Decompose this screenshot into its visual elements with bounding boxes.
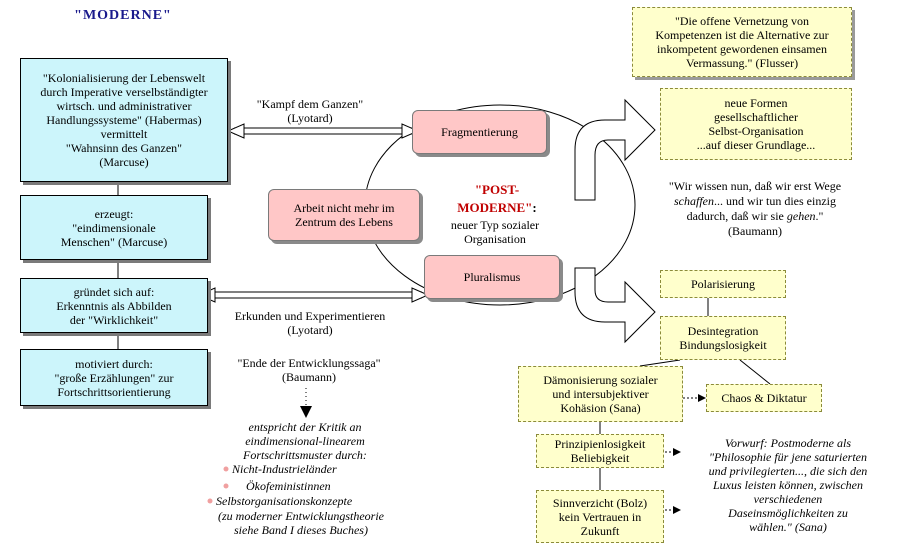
erzaehlungen-box: motiviert durch: "große Erzählungen" zur… — [20, 349, 208, 406]
fragmentierung-box: Fragmentierung — [412, 110, 547, 154]
bullet-icon — [207, 498, 213, 504]
curved-arrow-up — [574, 98, 656, 201]
flusser-box: "Die offene Vernetzung von Kompetenzen i… — [632, 7, 852, 77]
baumann-schaffen: schaffen — [674, 194, 714, 208]
page-title: "MODERNE" — [74, 8, 172, 23]
dotted-arrow-down — [300, 388, 312, 418]
chaos-box: Chaos & Diktatur — [706, 384, 822, 412]
entspricht-label: entspricht der Kritik an eindimensional-… — [243, 420, 367, 462]
connector-line — [739, 359, 771, 385]
sinnverzicht-box: Sinnverzicht (Bolz) kein Vertrauen in Zu… — [536, 490, 664, 543]
bullet-selbstorganisation: Selbstorganisationskonzepte — [216, 494, 353, 508]
curved-arrow-down — [574, 267, 656, 344]
baumann-quote-line3: dadurch, daß wir sie gehen." — [650, 209, 860, 224]
baumann-quote-author: (Baumann) — [728, 224, 782, 238]
baumann-quote-line3-start: dadurch, daß wir sie — [686, 209, 787, 223]
eindimensional-box: erzeugt: "eindimensionale Menschen" (Mar… — [20, 195, 208, 260]
dotted-arrow-vorwurf-2 — [665, 506, 681, 514]
dotted-arrow-vorwurf — [665, 448, 681, 456]
baumann-gehen: gehen — [786, 209, 816, 223]
prinzipien-box: Prinzipienlosigkeit Beliebigkeit — [536, 434, 664, 468]
baumann-quote-line2-rest: ... und wir tun dies einzig — [714, 194, 836, 208]
double-arrow-kampf — [226, 123, 420, 139]
neue-formen-box: neue Formen gesellschaftlicher Selbst-Or… — [660, 88, 852, 160]
arbeit-box: Arbeit nicht mehr im Zentrum des Lebens — [268, 189, 420, 241]
bullet-icon — [223, 483, 229, 489]
bullet-nicht-industrie: Nicht-Industrieländer — [232, 462, 337, 476]
pluralismus-box: Pluralismus — [424, 255, 560, 299]
baumann-quote-line2: schaffen... und wir tun dies einzig — [650, 194, 860, 209]
erkunden-label: Erkunden und Experimentieren (Lyotard) — [234, 309, 386, 337]
post-moderne-title: "POST- MODERNE" — [457, 182, 533, 215]
baumann-quote-line3-end: ." — [815, 209, 824, 223]
kampf-label: "Kampf dem Ganzen" (Lyotard) — [256, 97, 364, 125]
ende-label: "Ende der Entwicklungssaga" (Baumann) — [237, 356, 381, 384]
post-moderne-subtitle: neuer Typ sozialer Organisation — [450, 218, 540, 246]
erkenntnis-box: gründet sich auf: Erkenntnis als Abbilde… — [20, 278, 208, 333]
footnote: (zu moderner Entwicklungstheorie siehe B… — [218, 509, 384, 537]
vorwurf-quote: Vorwurf: Postmoderne als "Philosophie fü… — [708, 436, 868, 534]
daemonisierung-box: Dämonisierung sozialer und intersubjekti… — [518, 366, 683, 422]
post-moderne-heading: "POST- MODERNE": — [432, 181, 562, 217]
bullet-icon — [223, 466, 229, 472]
desintegration-box: Desintegration Bindungslosigkeit — [660, 316, 786, 360]
habermas-box: "Kolonialisierung der Lebenswelt durch I… — [20, 58, 228, 182]
dotted-arrow-chaos — [683, 394, 706, 402]
baumann-quote-line1: "Wir wissen nun, daß wir erst Wege — [668, 179, 842, 193]
bullet-oekofeministinnen: Ökofeministinnen — [246, 479, 331, 493]
polarisierung-box: Polarisierung — [660, 270, 786, 298]
post-moderne-colon: : — [532, 200, 537, 215]
baumann-quote: "Wir wissen nun, daß wir erst Wege schaf… — [650, 179, 860, 239]
connector-line — [639, 359, 681, 367]
double-arrow-erkunden — [197, 287, 430, 303]
